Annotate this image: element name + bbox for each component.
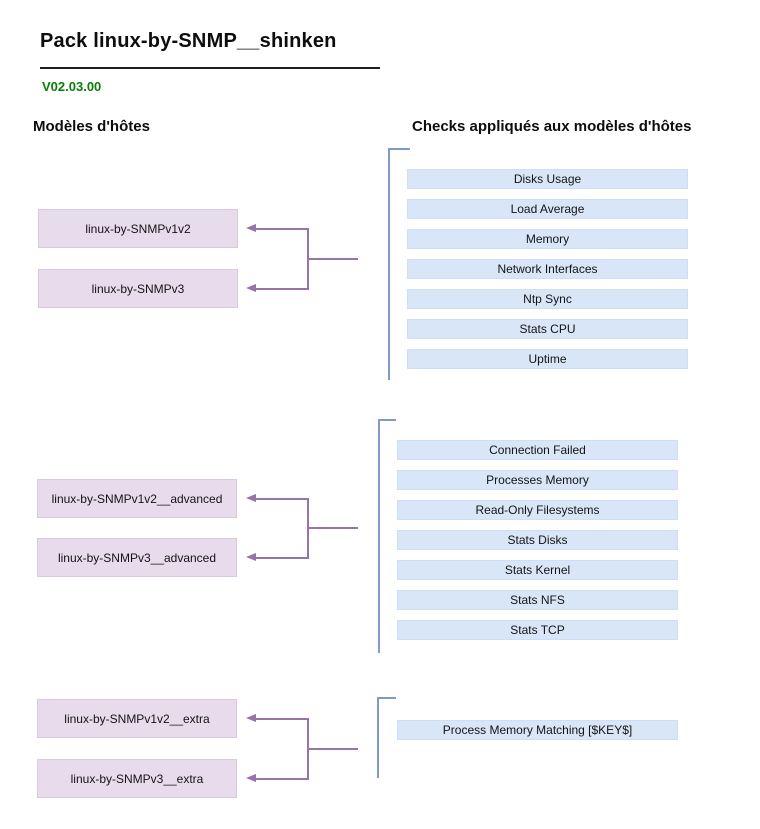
- connector-arm: [255, 288, 308, 290]
- arrowhead-left-icon: [246, 284, 256, 292]
- host-template-box: linux-by-SNMPv1v2: [38, 209, 238, 248]
- checks-bracket: [388, 148, 390, 380]
- title-underline: [40, 67, 380, 69]
- connector-arm: [255, 557, 308, 559]
- host-template-box: linux-by-SNMPv1v2__extra: [37, 699, 237, 738]
- arrowhead-left-icon: [246, 714, 256, 722]
- connector-stub: [308, 748, 358, 750]
- check-box: Connection Failed: [397, 440, 678, 460]
- connector-trunk: [307, 228, 309, 290]
- check-box: Disks Usage: [407, 169, 688, 189]
- check-box: Stats TCP: [397, 620, 678, 640]
- connector-trunk: [307, 718, 309, 780]
- check-box: Processes Memory: [397, 470, 678, 490]
- checks-bracket-corner: [388, 148, 410, 150]
- connector-arm: [255, 228, 308, 230]
- arrowhead-left-icon: [246, 224, 256, 232]
- pack-version-badge: V02.03.00: [42, 79, 102, 94]
- check-box: Load Average: [407, 199, 688, 219]
- connector-stub: [308, 258, 358, 260]
- checks-bracket: [378, 419, 380, 653]
- check-box: Stats NFS: [397, 590, 678, 610]
- check-box: Network Interfaces: [407, 259, 688, 279]
- check-box: Stats Kernel: [397, 560, 678, 580]
- connector-arm: [255, 718, 308, 720]
- arrowhead-left-icon: [246, 553, 256, 561]
- check-box: Memory: [407, 229, 688, 249]
- check-box: Process Memory Matching [$KEY$]: [397, 720, 678, 740]
- arrowhead-left-icon: [246, 494, 256, 502]
- checks-column-header: Checks appliqués aux modèles d'hôtes: [412, 118, 692, 135]
- checks-bracket-corner: [378, 419, 396, 421]
- checks-bracket: [377, 697, 379, 778]
- connector-arm: [255, 778, 308, 780]
- host-template-box: linux-by-SNMPv3__extra: [37, 759, 237, 798]
- checks-bracket-corner: [377, 697, 396, 699]
- host-template-box: linux-by-SNMPv1v2__advanced: [37, 479, 237, 518]
- host-template-box: linux-by-SNMPv3__advanced: [37, 538, 237, 577]
- arrowhead-left-icon: [246, 774, 256, 782]
- check-box: Read-Only Filesystems: [397, 500, 678, 520]
- page-title: Pack linux-by-SNMP__shinken: [40, 30, 337, 52]
- check-box: Ntp Sync: [407, 289, 688, 309]
- check-box: Uptime: [407, 349, 688, 369]
- connector-arm: [255, 498, 308, 500]
- connector-stub: [308, 527, 358, 529]
- hosts-column-header: Modèles d'hôtes: [33, 118, 150, 135]
- check-box: Stats CPU: [407, 319, 688, 339]
- check-box: Stats Disks: [397, 530, 678, 550]
- host-template-box: linux-by-SNMPv3: [38, 269, 238, 308]
- connector-trunk: [307, 498, 309, 559]
